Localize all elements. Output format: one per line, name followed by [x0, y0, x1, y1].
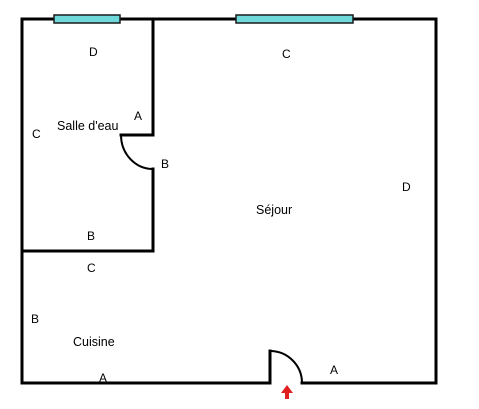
wall-label-living-bottom: A [330, 363, 338, 377]
wall-label-kitchen-top: C [87, 261, 96, 275]
wall-label-bath-top: D [89, 45, 98, 59]
walls [20, 17, 438, 385]
wall-label-bath-door-side: B [161, 157, 169, 171]
wall-label-kitchen-bottom: A [99, 371, 107, 385]
entrance-arrow-icon [281, 385, 293, 399]
wall-label-living-right: D [402, 180, 411, 194]
entrance-door-swing [269, 350, 303, 384]
wall-label-bath-door-upper: A [134, 109, 142, 123]
window-bathroom [53, 14, 121, 24]
room-label-sejour: Séjour [256, 203, 292, 217]
room-label-salle-deau: Salle d'eau [57, 119, 119, 133]
room-label-cuisine: Cuisine [73, 335, 115, 349]
wall-label-kitchen-left: B [31, 312, 39, 326]
wall-label-bath-bottom: B [87, 229, 95, 243]
wall-label-bath-left: C [32, 127, 41, 141]
window-living [235, 14, 354, 24]
wall-label-living-top: C [282, 47, 291, 61]
bath-door-swing [120, 134, 154, 170]
